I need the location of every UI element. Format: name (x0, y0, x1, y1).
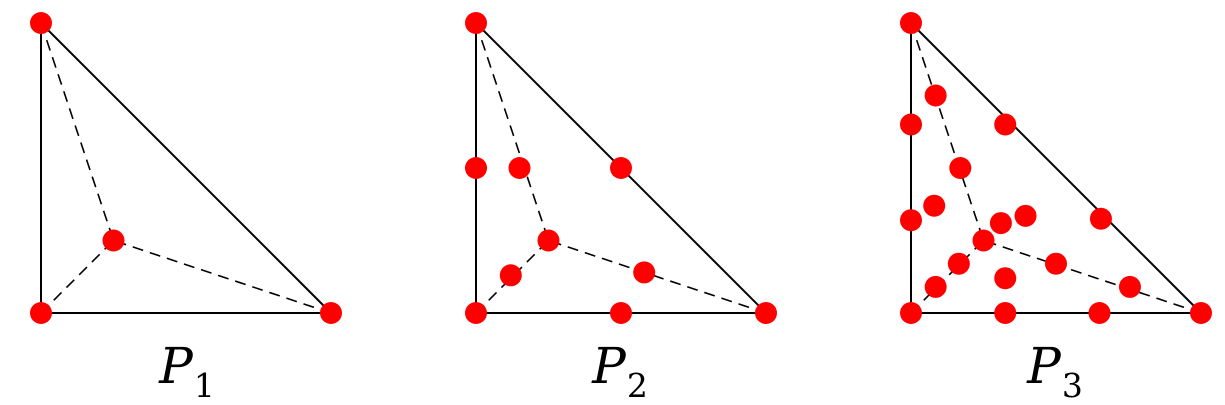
node-dot (465, 157, 487, 179)
node-dot (465, 12, 487, 34)
node-dot (1190, 302, 1212, 324)
triangle-panel-3 (900, 12, 1212, 324)
node-dot (989, 212, 1012, 235)
node-dot (994, 302, 1017, 324)
panel-label-p2: P2 (540, 337, 700, 405)
label-subscript: 1 (193, 366, 215, 405)
node-dot (610, 157, 632, 179)
node-dot (924, 84, 947, 107)
node-dot (320, 302, 342, 324)
node-dot (900, 302, 922, 324)
node-dot (994, 113, 1017, 136)
node-dot (633, 261, 656, 284)
node-dot (499, 264, 522, 287)
triangle-outline (40, 20, 334, 314)
node-dot (949, 157, 972, 179)
node-dot (30, 12, 52, 34)
label-letter: P (1027, 337, 1061, 395)
dashed-edge (983, 239, 1202, 314)
node-dot (1089, 207, 1112, 230)
node-dot (994, 267, 1017, 290)
node-dot (900, 12, 922, 34)
dashed-edge (113, 239, 332, 314)
node-dot (30, 302, 52, 324)
triangle-outline (910, 20, 1204, 314)
label-letter: P (592, 337, 626, 395)
node-dot (900, 113, 922, 136)
node-dot (610, 302, 632, 324)
node-dot (1014, 204, 1037, 227)
node-dot (900, 209, 922, 232)
dashed-edge (548, 239, 767, 314)
dashed-edge (475, 22, 550, 241)
node-dot (537, 229, 560, 252)
node-dot (947, 252, 970, 275)
dashed-edge (910, 22, 985, 241)
label-letter: P (159, 337, 193, 395)
node-dot (1088, 302, 1111, 324)
panel-label-p3: P3 (975, 337, 1135, 405)
node-dot (924, 275, 947, 298)
node-dot (1118, 275, 1141, 298)
node-dot (972, 229, 995, 252)
dashed-edge (910, 239, 985, 314)
triangle-panel-1 (30, 12, 342, 324)
node-dot (755, 302, 777, 324)
node-dot (465, 302, 487, 324)
triangle-panel-2 (465, 12, 777, 324)
label-subscript: 2 (626, 366, 648, 405)
node-dot (1045, 252, 1067, 275)
dashed-edge (40, 22, 115, 241)
label-subscript: 3 (1061, 366, 1083, 405)
node-dot (508, 157, 531, 179)
panel-label-p1: P1 (107, 337, 267, 405)
dashed-edge (40, 239, 115, 314)
node-dot (102, 229, 125, 252)
node-dot (923, 194, 946, 217)
